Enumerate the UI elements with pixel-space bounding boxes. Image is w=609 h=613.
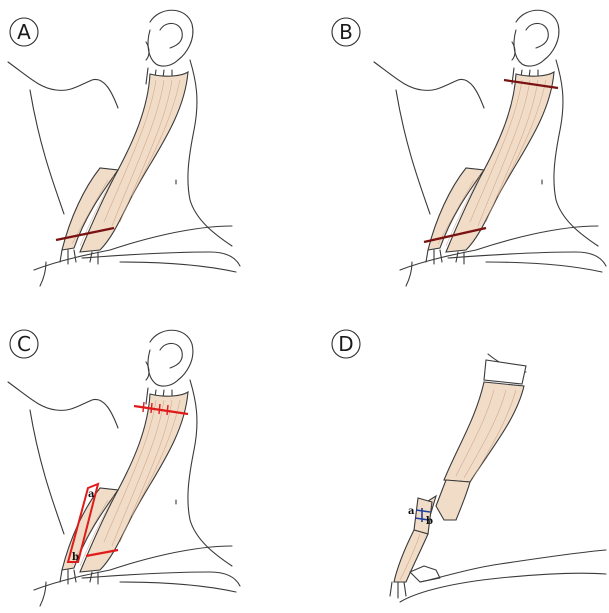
panel-label-c: C — [17, 332, 31, 356]
panel-label-a: A — [17, 20, 31, 44]
panel-c: a b C — [8, 330, 240, 606]
panel-label-d: D — [338, 332, 353, 356]
panel-b: B — [332, 10, 606, 286]
marker-b: b — [426, 516, 433, 527]
panel-label-b: B — [339, 20, 353, 44]
marker-b: b — [72, 552, 79, 563]
muscle-middle — [436, 480, 470, 520]
neck-sketch — [374, 10, 606, 286]
neck-sketch — [8, 10, 240, 286]
marker-a: a — [408, 506, 415, 517]
muscle-upper — [444, 382, 524, 482]
marker-a: a — [88, 489, 95, 500]
panel-d: a b D — [332, 330, 606, 602]
panel-a: A — [8, 10, 240, 286]
muscle-lower — [394, 530, 428, 582]
neck-sketch — [8, 330, 240, 606]
